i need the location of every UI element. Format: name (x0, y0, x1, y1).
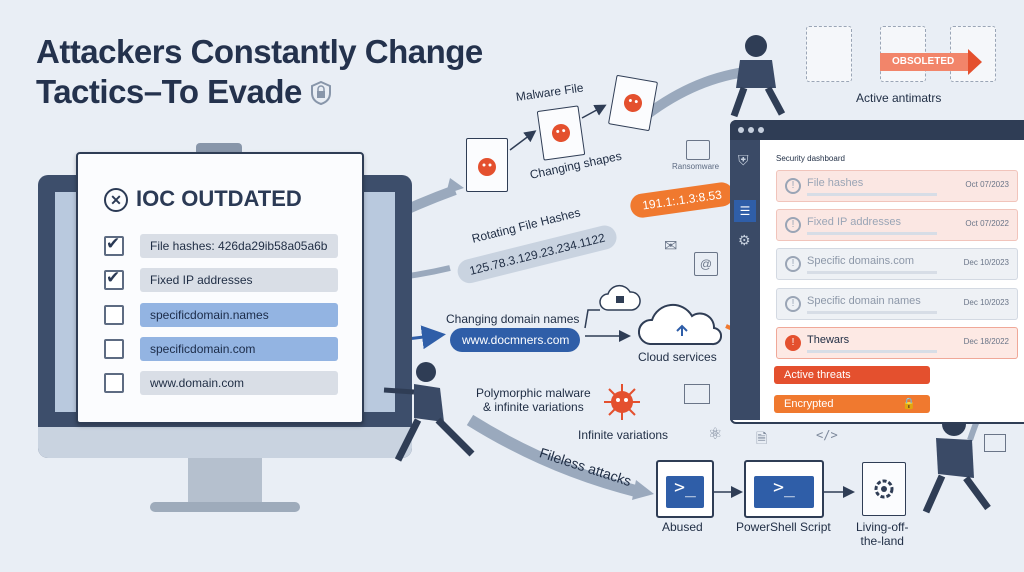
document-icon: 🗎 (756, 430, 768, 446)
cloud-lock-icon (598, 282, 642, 319)
obsolete-caption: Active antimatrs (856, 91, 942, 105)
domain-pill: www.docmners.com (450, 328, 580, 352)
ioc-row: specificdomain.com (104, 337, 340, 361)
powershell-label: PowerShell Script (736, 520, 831, 534)
obsolete-file-tile (806, 26, 852, 82)
dashboard-title: Security dashboard (776, 154, 845, 163)
info-icon: ! (785, 296, 801, 312)
ioc-row-label: www.domain.com (140, 371, 338, 395)
title-line-2: Tactics–To Evade (36, 72, 483, 114)
arrow-fileless (466, 414, 642, 498)
hacker-figure-running (383, 362, 475, 462)
checkbox-checked[interactable] (104, 234, 124, 256)
info-icon: ! (785, 256, 801, 272)
hacker-figure-top (730, 35, 786, 118)
ioc-row-label: specificdomain.names (140, 303, 338, 327)
monitor-base (150, 502, 300, 512)
cloud-services-label: Cloud services (638, 350, 717, 364)
ransomware-label: Ransomware (672, 162, 720, 171)
ioc-row: File hashes: 426da29ib58a05a6b (104, 234, 340, 258)
info-icon: ! (785, 178, 801, 194)
powershell-window: >_ (744, 460, 824, 518)
checkbox-checked[interactable] (104, 268, 124, 290)
checkbox-unchecked[interactable] (104, 339, 124, 359)
obsoleted-arrow-icon (968, 49, 982, 75)
dashboard-titlebar (730, 120, 1024, 140)
malware-file-card (466, 138, 508, 192)
terminal-abused: >_ (656, 460, 714, 518)
cloud-icon (636, 302, 728, 353)
checkbox-unchecked[interactable] (104, 373, 124, 393)
alert-icon: ! (785, 335, 801, 351)
phishing-icon: ✉ (664, 238, 678, 255)
page-title: Attackers Constantly Change Tactics–To E… (36, 32, 483, 114)
hacker-figure-right (922, 412, 991, 514)
changing-domains-label: Changing domain names (446, 312, 580, 326)
active-threats-tag[interactable]: Active threats (774, 366, 930, 384)
virus-icon (602, 382, 642, 427)
close-icon: ✕ (104, 188, 128, 213)
gear-icon[interactable]: ⚙ (738, 232, 751, 248)
ioc-row-label: File hashes: 426da29ib58a05a6b (140, 234, 338, 258)
polymorphic-label: Polymorphic malware& infinite variations (476, 386, 591, 414)
ioc-heading: ✕IOC OUTDATED (104, 186, 302, 213)
infinite-variations-label: Infinite variations (578, 428, 669, 442)
title-line-1: Attackers Constantly Change (36, 33, 483, 70)
ioc-row-label: specificdomain.com (140, 337, 338, 361)
ioc-row-label: Fixed IP addresses (140, 268, 338, 292)
dashboard-sidebar: ⛨ ☰ ⚙ (730, 140, 760, 420)
malware-file-card (536, 105, 586, 161)
ioc-row: Fixed IP addresses (104, 268, 340, 292)
encrypted-tag[interactable]: Encrypted🔒 (774, 395, 930, 413)
lotl-label: Living-off-the-land (856, 520, 909, 548)
info-icon: ! (785, 217, 801, 233)
mail-icon (684, 384, 710, 404)
code-icon: </> (816, 428, 838, 442)
ioc-row: www.domain.com (104, 371, 340, 395)
shield-icon (310, 74, 332, 114)
computer-icon (686, 140, 710, 160)
list-icon[interactable]: ☰ (734, 200, 756, 222)
monitor-stand (188, 458, 262, 504)
obsoleted-badge: OBSOLETED (880, 53, 972, 71)
email-icon: @ (694, 252, 718, 276)
lock-icon: 🔒 (902, 398, 916, 410)
malware-file-card (607, 74, 659, 132)
gear-file-icon (862, 462, 906, 516)
abused-label: Abused (662, 520, 703, 534)
monitor-chin (38, 427, 412, 458)
ioc-row: specificdomain.names (104, 303, 340, 327)
network-icon: ⚛ (708, 426, 723, 443)
checkbox-unchecked[interactable] (104, 305, 124, 325)
monitor-gear-icon (984, 434, 1006, 452)
shield-icon: ⛨ (738, 152, 749, 168)
